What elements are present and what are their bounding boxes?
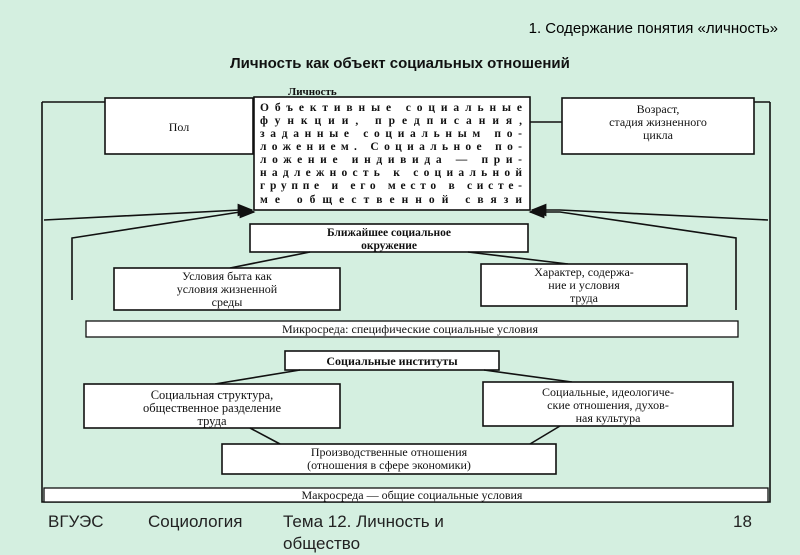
personality-line-5: ложение индивида — при- (260, 154, 522, 166)
work-line-1: Характер, содержа- (534, 265, 634, 279)
arrow-right-outer (530, 203, 769, 221)
ideology-line-2: ские отношения, духов- (547, 398, 669, 412)
age-line-2: стадия жизненного (609, 115, 707, 129)
ideology-line-1: Социальные, идеологиче- (542, 385, 674, 399)
social-structure-box (83, 383, 341, 429)
arrow-right-inner (528, 205, 737, 310)
production-line-1: Производственные отношения (311, 445, 468, 459)
macro-split-right (483, 369, 573, 383)
living-line-2: условия жизненной (177, 282, 278, 296)
personality-line-1: Объективные социальные (260, 102, 522, 114)
nearest-environment-line-1: Ближайшее социальное (327, 227, 451, 239)
macro-split-left (214, 369, 301, 385)
nearest-environment-box (249, 223, 529, 253)
macro-environment-label: Макросреда — общие социальные условия (302, 488, 523, 502)
ideological-relations-box (482, 381, 734, 427)
slide-header: 1. Содержание понятия «личность» (528, 20, 778, 37)
work-line-3: труда (570, 291, 599, 305)
gender-box (104, 97, 254, 155)
macro-join-left (249, 427, 281, 445)
micro-split-right (467, 251, 569, 265)
footer-page-number: 18 (733, 512, 752, 531)
gender-box-label: Пол (169, 120, 190, 134)
production-relations-box (221, 443, 557, 475)
micro-environment-label: Микросреда: специфические социальные усл… (282, 322, 538, 336)
living-line-1: Условия быта как (182, 269, 272, 283)
slide-title: Личность как объект социальных отношений (230, 55, 570, 72)
footer-subject: Социология (148, 512, 243, 531)
social-institutions-box (284, 350, 500, 371)
social-institutions-label: Социальные институты (326, 354, 458, 368)
footer-topic: Тема 12. Личность и общество (283, 512, 444, 553)
structure-line-1: Социальная структура, (151, 388, 274, 402)
arrow-left-inner (71, 205, 256, 300)
macro-join-right (529, 425, 561, 445)
ideology-line-3: ная культура (576, 411, 641, 425)
structure-line-2: общественное разделение (143, 401, 282, 415)
nearest-environment-line-2: окружение (361, 240, 417, 252)
living-conditions-box (113, 267, 341, 311)
personality-label: Личность (288, 86, 337, 98)
personality-box (253, 96, 531, 211)
living-line-3: среды (212, 295, 243, 309)
age-line-3: цикла (643, 128, 674, 142)
work-conditions-box (480, 263, 688, 307)
structure-line-3: труда (197, 414, 227, 428)
age-box (561, 97, 755, 155)
macro-environment-band (43, 487, 769, 503)
micro-split-left (229, 251, 311, 269)
production-line-2: (отношения в сфере экономики) (307, 458, 471, 472)
work-line-2: ние и условия (548, 278, 620, 292)
age-line-1: Возраст, (637, 102, 680, 116)
slide-footer: ВГУЭС Социология Тема 12. Личность и общ… (0, 511, 800, 553)
personality-line-8: ме общественной связи (260, 194, 522, 206)
micro-environment-band (85, 320, 739, 338)
footer-org: ВГУЭС (48, 512, 104, 531)
